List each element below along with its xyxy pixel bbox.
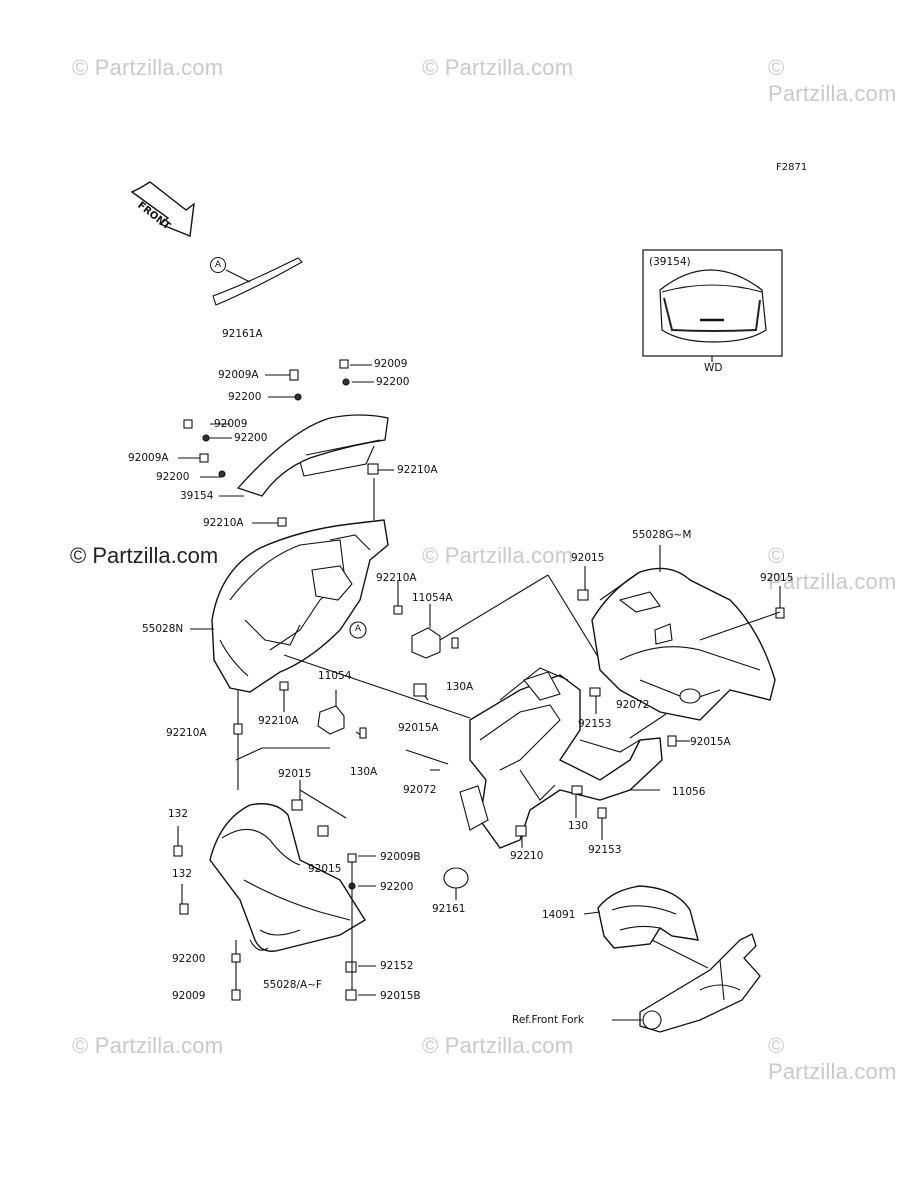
- part-label: 92015: [571, 552, 605, 564]
- part-label: 92200: [228, 391, 262, 403]
- inset-caption: WD: [704, 362, 723, 374]
- part-label: 92009B: [380, 851, 421, 863]
- part-label: 11054: [318, 670, 352, 682]
- watermark: © Partzilla.com: [768, 55, 897, 106]
- part-label: 92072: [616, 699, 650, 711]
- diagram-code: F2871: [776, 162, 808, 173]
- part-label: 130A: [350, 766, 378, 778]
- part-label: 92153: [578, 718, 612, 730]
- watermark: © Partzilla.com: [72, 1033, 224, 1058]
- steering-stem: [639, 933, 761, 1033]
- part-label: 92072: [403, 784, 437, 796]
- part-label: 14091: [542, 909, 576, 921]
- watermark: © Partzilla.com: [768, 1033, 897, 1084]
- part-label: 92210A: [258, 715, 299, 727]
- front-arrow-icon: [130, 181, 195, 237]
- part-label: 92015B: [380, 990, 421, 1002]
- watermark: © Partzilla.com: [422, 1033, 574, 1058]
- watermark: © Partzilla.com: [422, 55, 574, 80]
- part-label: 92210A: [376, 572, 417, 584]
- callout-a-marker: A: [210, 257, 226, 273]
- frame-stay: [469, 674, 663, 849]
- part-label: 39154: [180, 490, 214, 502]
- part-label: 92210A: [166, 727, 207, 739]
- ref-front-fork-label: Ref.Front Fork: [512, 1014, 584, 1026]
- part-label: 92200: [234, 432, 268, 444]
- part-label: 92210A: [203, 517, 244, 529]
- part-label: 55028/A~F: [263, 979, 322, 991]
- part-label: 92015: [760, 572, 794, 584]
- windshield: [236, 414, 389, 497]
- part-label: 92009: [214, 418, 248, 430]
- part-label: 92200: [376, 376, 410, 388]
- part-label: 92161A: [222, 328, 263, 340]
- watermark: © Partzilla.com: [768, 543, 897, 594]
- part-label: 92009: [172, 990, 206, 1002]
- part-label: 92200: [172, 953, 206, 965]
- inset-title: (39154): [649, 256, 691, 268]
- part-label: 92015A: [398, 722, 439, 734]
- watermark: © Partzilla.com: [72, 55, 224, 80]
- part-label: 132: [172, 868, 193, 880]
- part-label: 130A: [446, 681, 474, 693]
- part-label: 130: [568, 820, 589, 832]
- part-label: 92009A: [218, 369, 259, 381]
- part-label: 92015: [278, 768, 312, 780]
- watermark-strong: © Partzilla.com: [70, 543, 219, 568]
- part-label: 92210: [510, 850, 544, 862]
- bracket-11054: [317, 705, 345, 735]
- front-cowl: [211, 519, 389, 693]
- part-label: 92210A: [397, 464, 438, 476]
- part-label: 92009: [374, 358, 408, 370]
- part-label: 92015A: [690, 736, 731, 748]
- part-label: 92200: [380, 881, 414, 893]
- stem-cover: [597, 885, 699, 949]
- callout-a-marker: A: [354, 624, 362, 634]
- part-label: 11056: [672, 786, 706, 798]
- part-label: 92152: [380, 960, 414, 972]
- part-label: 92009A: [128, 452, 169, 464]
- lower-cover: [209, 803, 366, 952]
- part-label: 11054A: [412, 592, 453, 604]
- part-label: 55028N: [142, 623, 184, 635]
- rod-92161A: [212, 257, 303, 306]
- part-label: 92015: [308, 863, 342, 875]
- part-label: 92200: [156, 471, 190, 483]
- part-label: 92161: [432, 903, 466, 915]
- part-label: 92153: [588, 844, 622, 856]
- inset-windshield: [659, 269, 767, 343]
- bracket-11054A: [411, 627, 441, 659]
- watermark: © Partzilla.com: [422, 543, 574, 568]
- part-label: 132: [168, 808, 189, 820]
- part-label: 55028G~M: [632, 529, 692, 541]
